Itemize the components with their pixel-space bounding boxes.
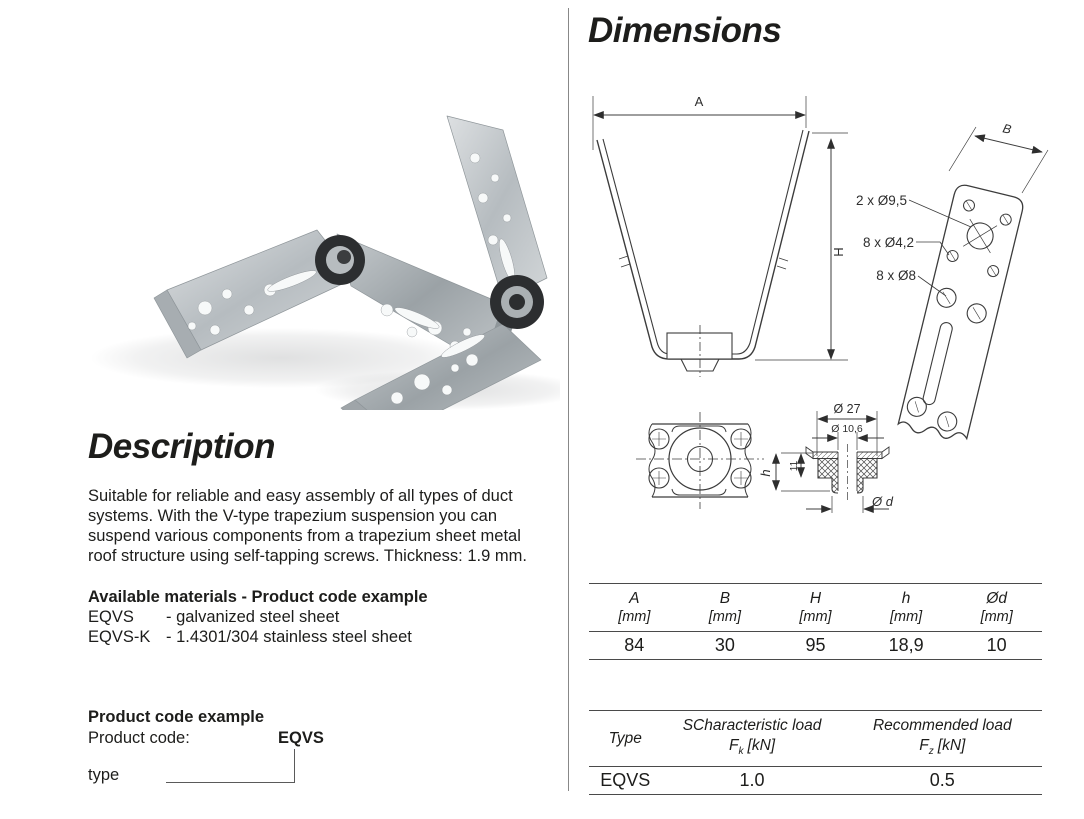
force-symbol: F bbox=[919, 737, 929, 754]
material-desc: - 1.4301/304 stainless steel sheet bbox=[166, 628, 412, 646]
col-symbol: B bbox=[719, 590, 731, 607]
load-table-row: EQVS 1.0 0.5 bbox=[589, 767, 1042, 794]
dim-label-11: 11 bbox=[789, 460, 800, 471]
load-col-title: Recommended load bbox=[872, 717, 1012, 734]
load-table-header: Type SCharacteristic load Fk[kN] Recomme… bbox=[589, 711, 1042, 768]
product-code-label: Product code: bbox=[88, 729, 190, 747]
size-value: 30 bbox=[714, 635, 735, 655]
force-unit: [kN] bbox=[937, 737, 966, 754]
size-col-header: h [mm] bbox=[861, 589, 952, 627]
dim-label-o106: Ø 10,6 bbox=[831, 423, 863, 435]
load-fk-value: 1.0 bbox=[739, 770, 765, 791]
description-body: Suitable for reliable and easy assembly … bbox=[88, 486, 527, 566]
dimensions-heading: Dimensions bbox=[588, 11, 782, 50]
dim-label-a: A bbox=[695, 94, 704, 109]
col-unit: [mm] bbox=[889, 609, 923, 625]
material-desc: - galvanized steel sheet bbox=[166, 608, 340, 626]
product-photo bbox=[90, 115, 560, 410]
load-fz-value: 0.5 bbox=[929, 770, 955, 791]
hole-callout-1: 2 x Ø9,5 bbox=[856, 193, 907, 208]
col-symbol: Ød bbox=[986, 590, 1008, 607]
type-label: type bbox=[88, 766, 120, 784]
size-col-header: Ød [mm] bbox=[951, 589, 1042, 627]
characteristic-load-header: SCharacteristic load Fk[kN] bbox=[661, 716, 842, 762]
size-table-header: A [mm] B [mm] H [mm] h [mm] Ød [mm] bbox=[589, 584, 1042, 632]
load-type-value: EQVS bbox=[600, 770, 651, 791]
material-row: EQVS - galvanized steel sheet bbox=[88, 607, 412, 627]
size-col-header: H [mm] bbox=[770, 589, 861, 627]
material-row: EQVS-K - 1.4301/304 stainless steel shee… bbox=[88, 627, 412, 647]
recommended-load-header: Recommended load Fz[kN] bbox=[843, 716, 1042, 762]
type-col-header: Type bbox=[608, 730, 642, 748]
size-value: 10 bbox=[986, 635, 1007, 655]
force-symbol: F bbox=[729, 737, 739, 754]
description-line: roof structure using self-tapping screws… bbox=[88, 547, 527, 565]
side-view bbox=[897, 126, 1049, 441]
description-line: systems. With the V-type trapezium suspe… bbox=[88, 507, 498, 525]
materials-list: EQVS - galvanized steel sheet EQVS-K - 1… bbox=[88, 607, 412, 647]
grommet-section-view bbox=[772, 411, 890, 513]
front-view bbox=[592, 96, 848, 377]
plan-view bbox=[636, 412, 764, 509]
dim-label-o27: Ø 27 bbox=[833, 402, 860, 416]
load-table: Type SCharacteristic load Fk[kN] Recomme… bbox=[589, 710, 1042, 796]
dim-label-od: Ø d bbox=[871, 494, 894, 509]
product-code-example-heading: Product code example bbox=[88, 708, 265, 726]
product-code-row: Product code: EQVS bbox=[88, 728, 488, 748]
col-unit: [mm] bbox=[799, 609, 832, 625]
dimensions-drawing: A H bbox=[592, 94, 1049, 513]
size-table: A [mm] B [mm] H [mm] h [mm] Ød [mm] 84 3… bbox=[589, 583, 1042, 660]
col-symbol: A bbox=[629, 590, 640, 607]
material-code: EQVS-K bbox=[88, 628, 151, 646]
size-col-header: A [mm] bbox=[589, 589, 680, 627]
description-line: suspend various components from a trapez… bbox=[88, 527, 521, 545]
description-line: Suitable for reliable and easy assembly … bbox=[88, 487, 513, 505]
col-unit: [mm] bbox=[708, 609, 741, 625]
description-heading: Description bbox=[88, 427, 276, 466]
size-value: 84 bbox=[624, 635, 645, 655]
force-subscript: k bbox=[738, 746, 744, 758]
bracket-right bbox=[340, 115, 548, 410]
material-code: EQVS bbox=[88, 608, 134, 626]
col-symbol: H bbox=[809, 590, 822, 607]
materials-heading: Available materials - Product code examp… bbox=[88, 588, 428, 606]
size-value: 18,9 bbox=[888, 635, 924, 655]
load-col-title: SCharacteristic load bbox=[682, 717, 822, 734]
load-col-formula: Fk[kN] bbox=[661, 736, 842, 762]
product-code-value: EQVS bbox=[278, 729, 324, 747]
dim-label-b: B bbox=[1001, 121, 1012, 137]
load-col-formula: Fz[kN] bbox=[843, 736, 1042, 762]
size-value: 95 bbox=[805, 635, 826, 655]
force-subscript: z bbox=[928, 746, 934, 758]
dim-label-h-small: h bbox=[758, 469, 773, 476]
force-unit: [kN] bbox=[747, 737, 776, 754]
code-connector-line bbox=[166, 749, 295, 783]
size-col-header: B [mm] bbox=[680, 589, 771, 627]
size-table-row: 84 30 95 18,9 10 bbox=[589, 632, 1042, 659]
col-unit: [mm] bbox=[618, 609, 651, 625]
hole-callout-3: 8 x Ø8 bbox=[876, 268, 916, 283]
hole-callout-2: 8 x Ø4,2 bbox=[863, 235, 914, 250]
dim-label-h: H bbox=[831, 247, 846, 256]
column-divider bbox=[568, 8, 569, 791]
col-unit: [mm] bbox=[980, 609, 1013, 625]
col-symbol: h bbox=[901, 590, 911, 607]
